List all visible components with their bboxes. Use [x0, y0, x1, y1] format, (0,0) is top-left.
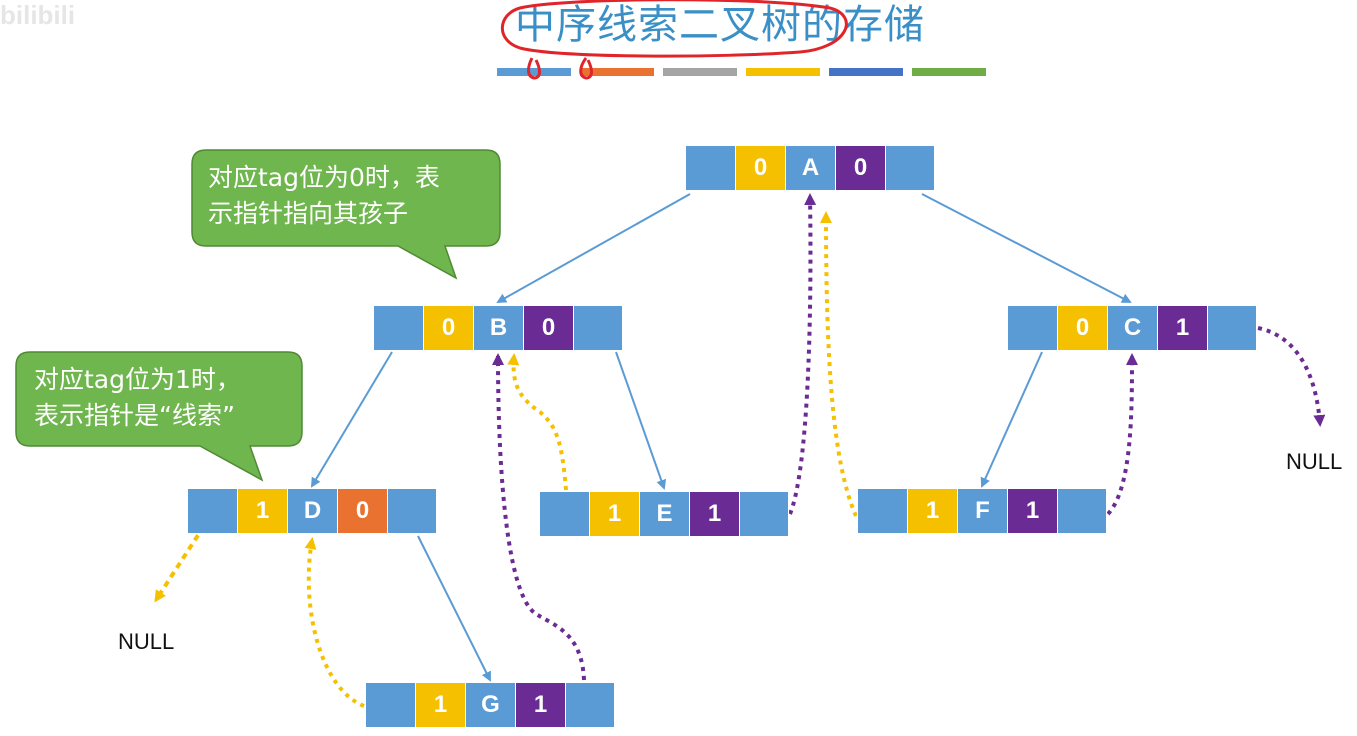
callout-tag1-text: 对应tag位为1时， 表示指针是“线索”	[34, 362, 241, 434]
annotation-loop-right	[579, 57, 593, 80]
thread-E-to-B	[507, 353, 568, 491]
color-bar	[580, 68, 654, 76]
edge-B-D	[310, 351, 393, 488]
null-label-right-of-C: NULL	[1286, 449, 1343, 474]
lchild-pointer-cell	[685, 145, 735, 191]
rtag-cell: 0	[337, 488, 387, 534]
rtag-cell: 1	[515, 682, 565, 728]
node-E: 1 E 1	[539, 491, 789, 537]
annotation-loop-left	[527, 57, 541, 80]
rtag-cell: 1	[1007, 488, 1057, 534]
rtag-cell: 0	[835, 145, 885, 191]
thread-G-to-D	[304, 537, 365, 708]
ltag-cell: 1	[907, 488, 957, 534]
color-bar	[912, 68, 986, 76]
callout-tag0-line2: 示指针指向其孩子	[208, 199, 409, 228]
callout-tag0-line1: 对应tag位为0时，表	[208, 163, 440, 192]
lchild-pointer-cell	[373, 305, 423, 351]
rtag-cell: 1	[1157, 305, 1207, 351]
thread-G-to-B	[492, 353, 586, 681]
watermark: bilibili	[0, 0, 76, 30]
ltag-cell: 0	[1057, 305, 1107, 351]
node-C: 0 C 1	[1007, 305, 1257, 351]
thread-F-to-C	[1106, 353, 1138, 516]
rchild-pointer-cell	[739, 491, 789, 537]
ltag-cell: 1	[237, 488, 287, 534]
color-bar	[746, 68, 820, 76]
node-D: 1 D 0	[187, 488, 437, 534]
lchild-pointer-cell	[187, 488, 237, 534]
data-cell: E	[639, 491, 689, 537]
callout-tag1-line2: 表示指针是“线索”	[34, 401, 235, 430]
color-bar	[829, 68, 903, 76]
callout-tag0-text: 对应tag位为0时，表 示指针指向其孩子	[208, 160, 440, 232]
ltag-cell: 1	[589, 491, 639, 537]
data-cell: G	[465, 682, 515, 728]
lchild-pointer-cell	[365, 682, 415, 728]
rtag-cell: 1	[689, 491, 739, 537]
edge-B-E	[615, 351, 667, 490]
node-G: 1 G 1	[365, 682, 615, 728]
edge-A-C	[921, 193, 1132, 303]
rchild-pointer-cell	[885, 145, 935, 191]
lchild-pointer-cell	[857, 488, 907, 534]
rchild-pointer-cell	[573, 305, 623, 351]
ltag-cell: 1	[415, 682, 465, 728]
ltag-cell: 0	[735, 145, 785, 191]
rtag-cell: 0	[523, 305, 573, 351]
thread-D-left-null	[154, 524, 206, 603]
data-cell: C	[1107, 305, 1157, 351]
data-cell: B	[473, 305, 523, 351]
node-A: 0 A 0	[685, 145, 935, 191]
thread-F-to-A	[820, 211, 858, 517]
data-cell: F	[957, 488, 1007, 534]
edge-C-F	[980, 351, 1043, 488]
ltag-cell: 0	[423, 305, 473, 351]
data-cell: A	[785, 145, 835, 191]
node-B: 0 B 0	[373, 305, 623, 351]
node-F: 1 F 1	[857, 488, 1107, 534]
title-annotation-circle	[500, 0, 848, 58]
null-label-left-of-D: NULL	[118, 629, 175, 654]
slide-title: 中序线索二叉树的存储	[515, 2, 925, 48]
thread-C-right-null	[1257, 326, 1326, 427]
callout-tag1	[15, 351, 303, 482]
thread-E-to-A	[788, 193, 817, 515]
rchild-pointer-cell	[1057, 488, 1107, 534]
lchild-pointer-cell	[1007, 305, 1057, 351]
color-bar	[497, 68, 571, 76]
lchild-pointer-cell	[539, 491, 589, 537]
rchild-pointer-cell	[565, 682, 615, 728]
edge-A-B	[496, 193, 691, 303]
callout-tag1-line1: 对应tag位为1时，	[34, 365, 241, 394]
rchild-pointer-cell	[1207, 305, 1257, 351]
callout-tag0	[191, 149, 501, 280]
edge-D-G	[417, 535, 491, 682]
color-bar	[663, 68, 737, 76]
data-cell: D	[287, 488, 337, 534]
rchild-pointer-cell	[387, 488, 437, 534]
